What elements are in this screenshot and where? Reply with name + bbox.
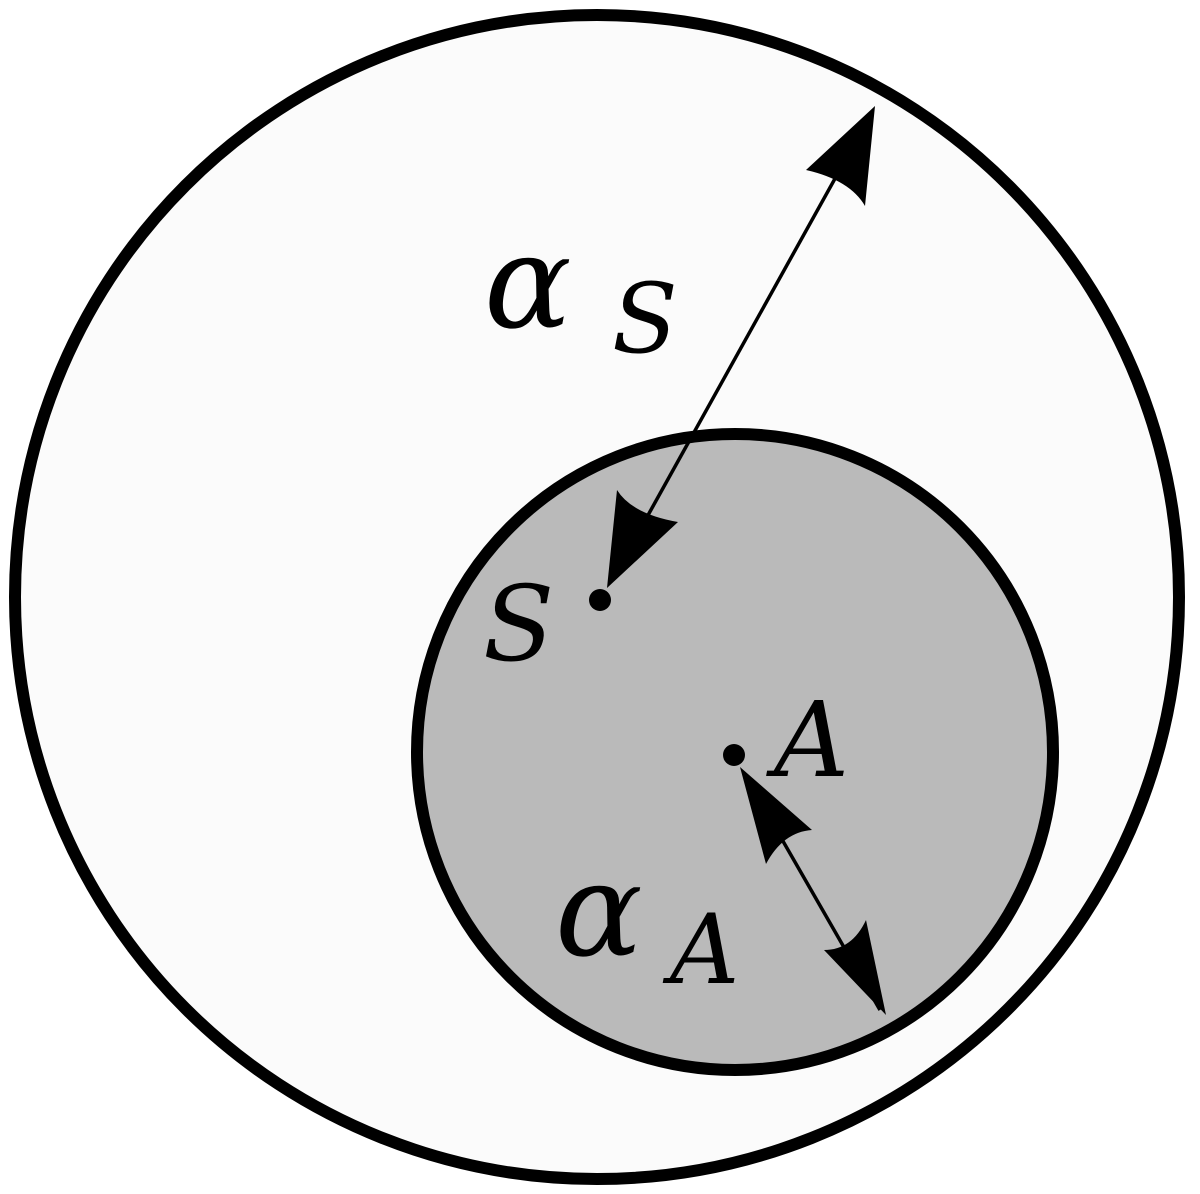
alpha-a-arrowhead-outer [824,920,886,1015]
alpha-a-arrow [740,767,886,1015]
alpha-a-label: α [555,834,643,986]
point-a-label: A [766,679,849,801]
alpha-s-subscript: S [612,263,678,375]
alpha-s-arrowhead-outer [806,106,875,206]
point-s-label: S [483,563,554,685]
alpha-a-subscript: A [662,894,739,1006]
alpha-a-arrowhead-inner [740,767,812,864]
alpha-s-arrow [607,106,875,588]
point-a-dot [723,744,745,766]
alpha-s-label: α [484,206,572,358]
point-s-dot [589,589,611,611]
alpha-s-arrowhead-inner [607,490,678,588]
